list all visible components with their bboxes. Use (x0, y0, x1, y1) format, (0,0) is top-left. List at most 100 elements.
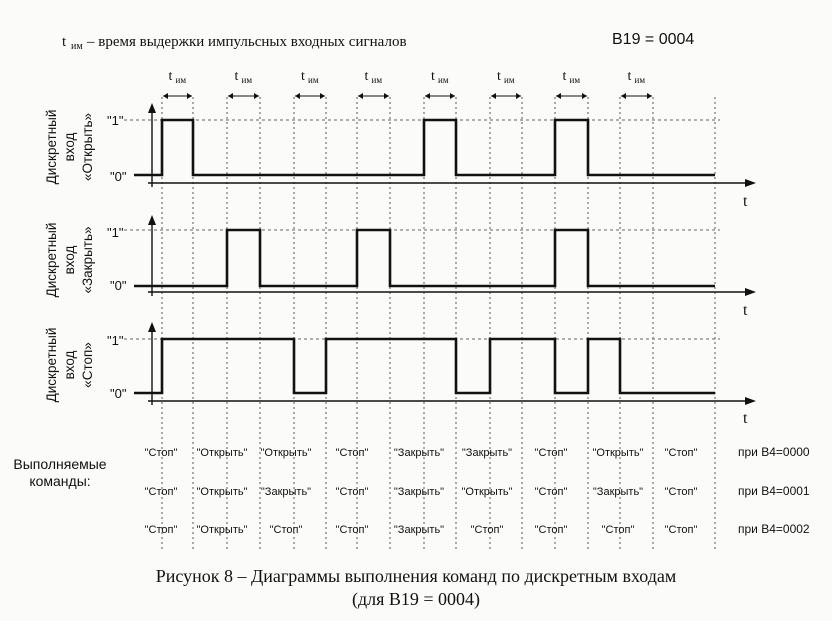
timer-arrow-left (621, 93, 626, 99)
command-cell: "Стоп" (665, 447, 698, 459)
time-axis-arrow (745, 288, 756, 296)
time-axis-label: t (743, 193, 748, 210)
command-cell: "Открыть" (196, 486, 247, 498)
timer-subscript: им (504, 75, 515, 85)
command-mode-label: при B4=0002 (738, 522, 810, 536)
level-1-label: "1" (107, 113, 124, 128)
time-axis-arrow (745, 179, 756, 187)
timer-arrow-left (491, 93, 496, 99)
channel-stop: Дискретный вход «Стоп» "1" "0" t (44, 328, 748, 427)
command-mode-label: при B4=0001 (738, 484, 810, 498)
waveform-0 (134, 118, 715, 177)
command-cell: "Закрыть" (394, 524, 444, 536)
timer-symbol: t (628, 69, 632, 84)
timer-arrow-right (384, 93, 389, 99)
channel-close-label-line2: вход (62, 245, 77, 274)
axes (124, 103, 756, 405)
channel-open-label-line3: «Открыть» (80, 113, 95, 181)
command-cell: "Стоп" (145, 524, 178, 536)
channel-stop-label-line1: Дискретный (44, 328, 59, 403)
timer-subscript: им (438, 75, 449, 85)
command-cell: "Стоп" (145, 447, 178, 459)
command-cell: "Открыть" (196, 447, 247, 459)
timer-arrow-left (425, 93, 430, 99)
command-cell: "Стоп" (535, 524, 568, 536)
parameter-b19: B19 = 0004 (612, 31, 694, 48)
timer-subscript: им (570, 75, 581, 85)
timer-arrow-right (647, 93, 652, 99)
legend-text: – время выдержки импульсных входных сигн… (86, 34, 407, 50)
waveforms (134, 118, 715, 395)
command-cell: "Открыть" (592, 447, 643, 459)
figure-caption: Рисунок 8 – Диаграммы выполнения команд … (156, 566, 677, 586)
commands-label-line1: Выполняемые (13, 456, 106, 472)
y-axis-arrow (148, 322, 156, 332)
command-cell: "Стоп" (336, 447, 369, 459)
timer-arrow-left (556, 93, 561, 99)
timer-symbol: t (365, 69, 369, 84)
time-axis-arrow (745, 397, 756, 405)
channel-close-label-line3: «Закрыть» (80, 226, 95, 293)
time-axis-label: t (743, 302, 748, 319)
command-cell: "Стоп" (535, 447, 568, 459)
command-mode-label: при B4=0000 (738, 445, 810, 459)
command-cell: "Стоп" (270, 524, 303, 536)
timer-subscript: им (176, 75, 187, 85)
channel-close-label-line1: Дискретный (44, 223, 59, 298)
legend-symbol: t (62, 34, 67, 50)
level-0-label: "0" (110, 169, 127, 184)
channel-open: Дискретный вход «Открыть» "1" "0" t (44, 110, 748, 210)
waveform-1 (134, 228, 715, 288)
level-1-label: "1" (107, 225, 124, 240)
command-cell: "Открыть" (196, 524, 247, 536)
command-cell: "Открыть" (461, 486, 512, 498)
channel-close: Дискретный вход «Закрыть» "1" "0" t (44, 223, 748, 319)
channel-stop-label-line2: вход (62, 350, 77, 379)
command-cell: "Стоп" (665, 486, 698, 498)
command-cell: "Открыть" (260, 447, 311, 459)
timer-symbol: t (563, 69, 567, 84)
timer-symbol: t (431, 69, 435, 84)
figure-caption-subtitle: (для B19 = 0004) (352, 589, 480, 610)
timer-arrow-left (358, 93, 363, 99)
command-cell: "Стоп" (602, 524, 635, 536)
timer-subscript: им (242, 75, 253, 85)
timer-arrow-right (450, 93, 455, 99)
command-cell: "Закрыть" (593, 486, 643, 498)
timer-symbol: t (169, 69, 173, 84)
timer-arrow-right (582, 93, 587, 99)
channel-open-label-line2: вход (62, 132, 77, 161)
command-cell: "Стоп" (336, 486, 369, 498)
command-cell: "Стоп" (471, 524, 504, 536)
time-axis-label: t (743, 410, 748, 427)
timer-symbol: t (497, 69, 501, 84)
timer-symbol: t (235, 69, 239, 84)
timer-subscript: им (308, 75, 319, 85)
command-cell: "Закрыть" (394, 447, 444, 459)
timer-arrow-right (254, 93, 259, 99)
channel-stop-label-line3: «Стоп» (80, 342, 95, 388)
time-guides (161, 97, 716, 552)
timer-arrow-right (187, 93, 192, 99)
y-axis-arrow (148, 103, 156, 113)
command-cell: "Стоп" (336, 524, 369, 536)
level-1-label: "1" (107, 333, 124, 348)
timer-arrow-right (320, 93, 325, 99)
level-0-label: "0" (110, 278, 127, 293)
level-0-label: "0" (110, 386, 127, 401)
command-cell: "Закрыть" (261, 486, 311, 498)
channel-open-label-line1: Дискретный (44, 110, 59, 185)
y-axis-arrow (148, 215, 156, 225)
commands-label-line2: команды: (29, 473, 90, 489)
command-cell: "Закрыть" (462, 447, 512, 459)
command-cell: "Стоп" (145, 486, 178, 498)
timer-arrow-right (516, 93, 521, 99)
command-cell: "Стоп" (665, 524, 698, 536)
command-cell: "Стоп" (535, 486, 568, 498)
timer-symbol: t (301, 69, 305, 84)
timer-arrow-left (295, 93, 300, 99)
timer-subscript: им (372, 75, 383, 85)
